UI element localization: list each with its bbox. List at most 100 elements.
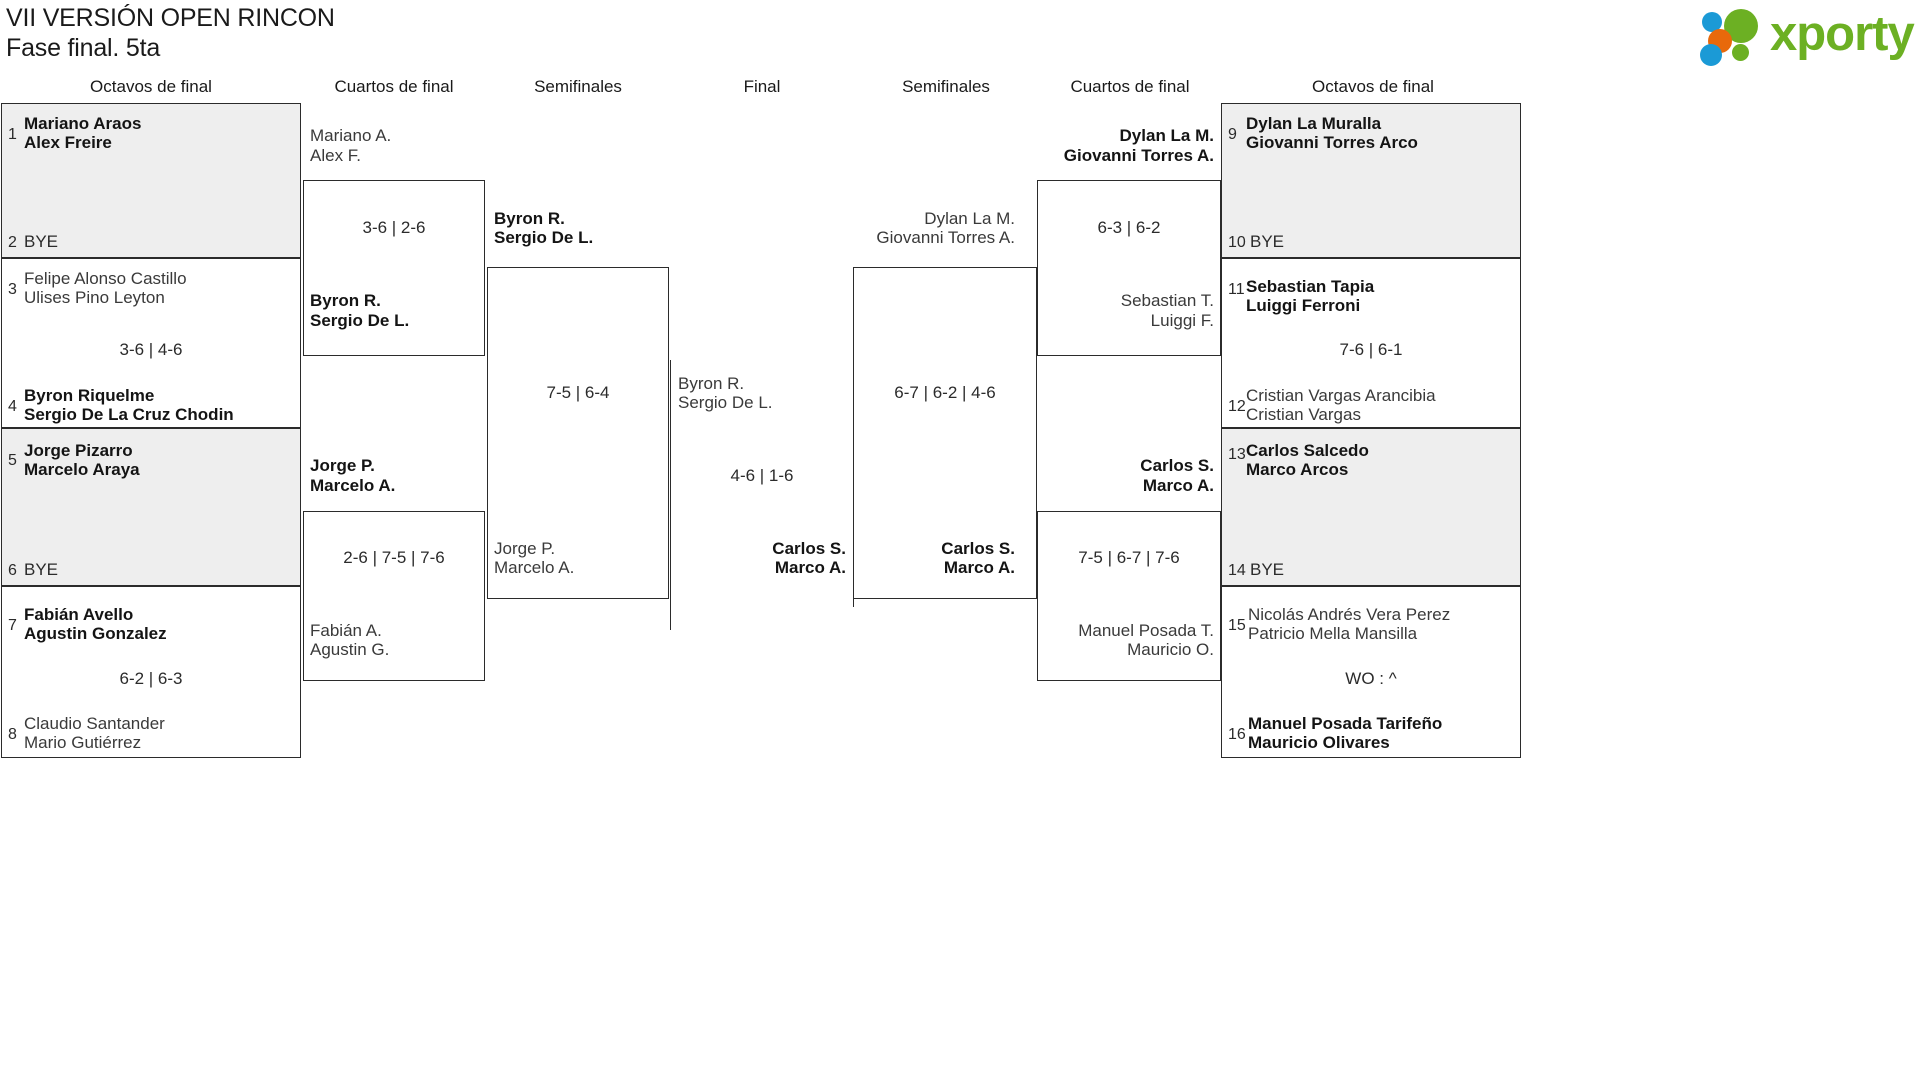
team-name-line2: Agustin Gonzalez bbox=[24, 624, 167, 643]
team-name-line1: Byron Riquelme bbox=[24, 386, 155, 405]
seed-number-2: 2 bbox=[8, 234, 17, 251]
seed-number-6: 6 bbox=[8, 562, 17, 579]
team-name-line2: Mauricio Olivares bbox=[1248, 733, 1390, 752]
round-header-final: Final bbox=[743, 77, 781, 96]
match-score: 6-7 | 6-2 | 4-6 bbox=[894, 383, 996, 402]
match-score: 2-6 | 7-5 | 7-6 bbox=[343, 548, 445, 567]
team-name-line1: Jorge P. bbox=[494, 539, 556, 558]
team-name-line1: Manuel Posada T. bbox=[1078, 621, 1214, 640]
match-box-left-r16-2[interactable] bbox=[1, 258, 301, 428]
match-box-right-r16-3[interactable] bbox=[1221, 428, 1521, 586]
match-box-left-sf-1[interactable] bbox=[487, 267, 669, 599]
match-score: 6-3 | 6-2 bbox=[1097, 218, 1161, 237]
seed-number-12: 12 bbox=[1228, 398, 1246, 415]
team-name-line1: Byron R. bbox=[494, 209, 565, 228]
match-box-right-r16-4[interactable] bbox=[1221, 586, 1521, 758]
seed-number-8: 8 bbox=[8, 726, 17, 743]
team-name-line2: Marco A. bbox=[943, 558, 1015, 577]
team-name-line1: Sebastian T. bbox=[1120, 291, 1214, 310]
round-header-left-r16: Octavos de final bbox=[90, 77, 212, 96]
team-name-line2: Giovanni Torres A. bbox=[1063, 146, 1214, 165]
match-score: 7-6 | 6-1 bbox=[1339, 340, 1403, 359]
team-name-line2: Cristian Vargas bbox=[1246, 405, 1361, 424]
team-name-line1: Dylan La M. bbox=[924, 209, 1015, 228]
bye-label: BYE bbox=[1250, 232, 1285, 251]
team-name-line1: Carlos S. bbox=[1140, 456, 1214, 475]
logo-dots-icon bbox=[1700, 4, 1772, 66]
team-name-line2: Sergio De L. bbox=[310, 311, 410, 330]
team-name-line2: Marcelo A. bbox=[494, 558, 575, 577]
match-box-right-qf-2[interactable] bbox=[1037, 511, 1221, 681]
match-score: 4-6 | 1-6 bbox=[730, 466, 794, 485]
seed-number-10: 10 bbox=[1228, 234, 1246, 251]
seed-number-15: 15 bbox=[1228, 617, 1246, 634]
round-header-right-r16: Octavos de final bbox=[1312, 77, 1434, 96]
team-name-line2: Luiggi Ferroni bbox=[1246, 296, 1361, 315]
bye-label: BYE bbox=[24, 560, 59, 579]
match-box-left-qf-2[interactable] bbox=[303, 511, 485, 681]
team-name-line2: Marcelo Araya bbox=[24, 460, 140, 479]
team-name-line1: Cristian Vargas Arancibia bbox=[1246, 386, 1436, 405]
team-name-line2: Sergio De L. bbox=[678, 393, 773, 412]
match-score: 7-5 | 6-7 | 7-6 bbox=[1078, 548, 1180, 567]
final-left-divider bbox=[670, 360, 671, 630]
page-subtitle: Fase final. 5ta bbox=[6, 34, 161, 62]
team-name-line2: Mauricio O. bbox=[1127, 640, 1214, 659]
page-title: VII VERSIÓN OPEN RINCON bbox=[6, 4, 335, 32]
team-name-line2: Marco Arcos bbox=[1246, 460, 1349, 479]
match-box-left-r16-4[interactable] bbox=[1, 586, 301, 758]
match-score: 3-6 | 4-6 bbox=[119, 340, 183, 359]
team-name-line1: Carlos Salcedo bbox=[1246, 441, 1369, 460]
match-box-left-r16-3[interactable] bbox=[1, 428, 301, 586]
team-name-line2: Giovanni Torres Arco bbox=[1246, 133, 1418, 152]
match-box-right-qf-1[interactable] bbox=[1037, 180, 1221, 356]
team-name-line1: Byron R. bbox=[678, 374, 745, 393]
seed-number-11: 11 bbox=[1228, 281, 1245, 298]
match-box-right-sf-1[interactable] bbox=[853, 267, 1037, 599]
team-name-line2: Giovanni Torres A. bbox=[876, 228, 1015, 247]
seed-number-5: 5 bbox=[8, 452, 17, 469]
round-header-right-qf: Cuartos de final bbox=[1070, 77, 1190, 96]
round-header-right-sf: Semifinales bbox=[902, 77, 990, 96]
team-name-line2: Marco A. bbox=[1142, 476, 1214, 495]
team-name-line2: Marcelo A. bbox=[310, 476, 396, 495]
team-name-line2: Agustin G. bbox=[310, 640, 390, 659]
team-name-line2: Alex Freire bbox=[24, 133, 112, 152]
team-name-line2: Alex F. bbox=[310, 146, 362, 165]
team-name-line1: Carlos S. bbox=[772, 539, 846, 558]
seed-number-3: 3 bbox=[8, 281, 17, 298]
team-name-line2: Sergio De La Cruz Chodin bbox=[24, 405, 234, 424]
team-name-line1: Manuel Posada Tarifeño bbox=[1248, 714, 1443, 733]
team-name-line1: Dylan La Muralla bbox=[1246, 114, 1382, 133]
team-name-line1: Mariano Araos bbox=[24, 114, 142, 133]
seed-number-1: 1 bbox=[8, 126, 17, 143]
bye-label: BYE bbox=[1250, 560, 1285, 579]
team-name-line1: Nicolás Andrés Vera Perez bbox=[1248, 605, 1451, 624]
seed-number-4: 4 bbox=[8, 398, 17, 415]
seed-number-13: 13 bbox=[1228, 446, 1246, 463]
team-name-line1: Fabián A. bbox=[310, 621, 382, 640]
team-name-line2: Marco A. bbox=[774, 558, 846, 577]
logo-wordmark: xporty bbox=[1770, 7, 1915, 61]
team-name-line2: Mario Gutiérrez bbox=[24, 733, 142, 752]
team-name-line1: Dylan La M. bbox=[1119, 126, 1214, 145]
team-name-line2: Ulises Pino Leyton bbox=[24, 288, 165, 307]
team-name-line1: Mariano A. bbox=[310, 126, 392, 145]
team-name-line2: Luiggi F. bbox=[1150, 311, 1214, 330]
team-name-line1: Carlos S. bbox=[941, 539, 1015, 558]
team-name-line2: Patricio Mella Mansilla bbox=[1248, 624, 1418, 643]
xporty-logo: xporty bbox=[1700, 4, 1916, 66]
match-score: 6-2 | 6-3 bbox=[119, 669, 183, 688]
seed-number-9: 9 bbox=[1228, 126, 1237, 143]
bye-label: BYE bbox=[24, 232, 59, 251]
match-box-left-r16-1[interactable] bbox=[1, 103, 301, 258]
seed-number-7: 7 bbox=[8, 617, 17, 634]
team-name-line1: Felipe Alonso Castillo bbox=[24, 269, 187, 288]
match-box-right-r16-2[interactable] bbox=[1221, 258, 1521, 428]
match-box-left-qf-1[interactable] bbox=[303, 180, 485, 356]
match-box-right-r16-1[interactable] bbox=[1221, 103, 1521, 258]
match-score: WO : ^ bbox=[1345, 669, 1397, 688]
team-name-line2: Sergio De L. bbox=[494, 228, 594, 247]
round-header-left-qf: Cuartos de final bbox=[334, 77, 454, 96]
seed-number-14: 14 bbox=[1228, 562, 1246, 579]
